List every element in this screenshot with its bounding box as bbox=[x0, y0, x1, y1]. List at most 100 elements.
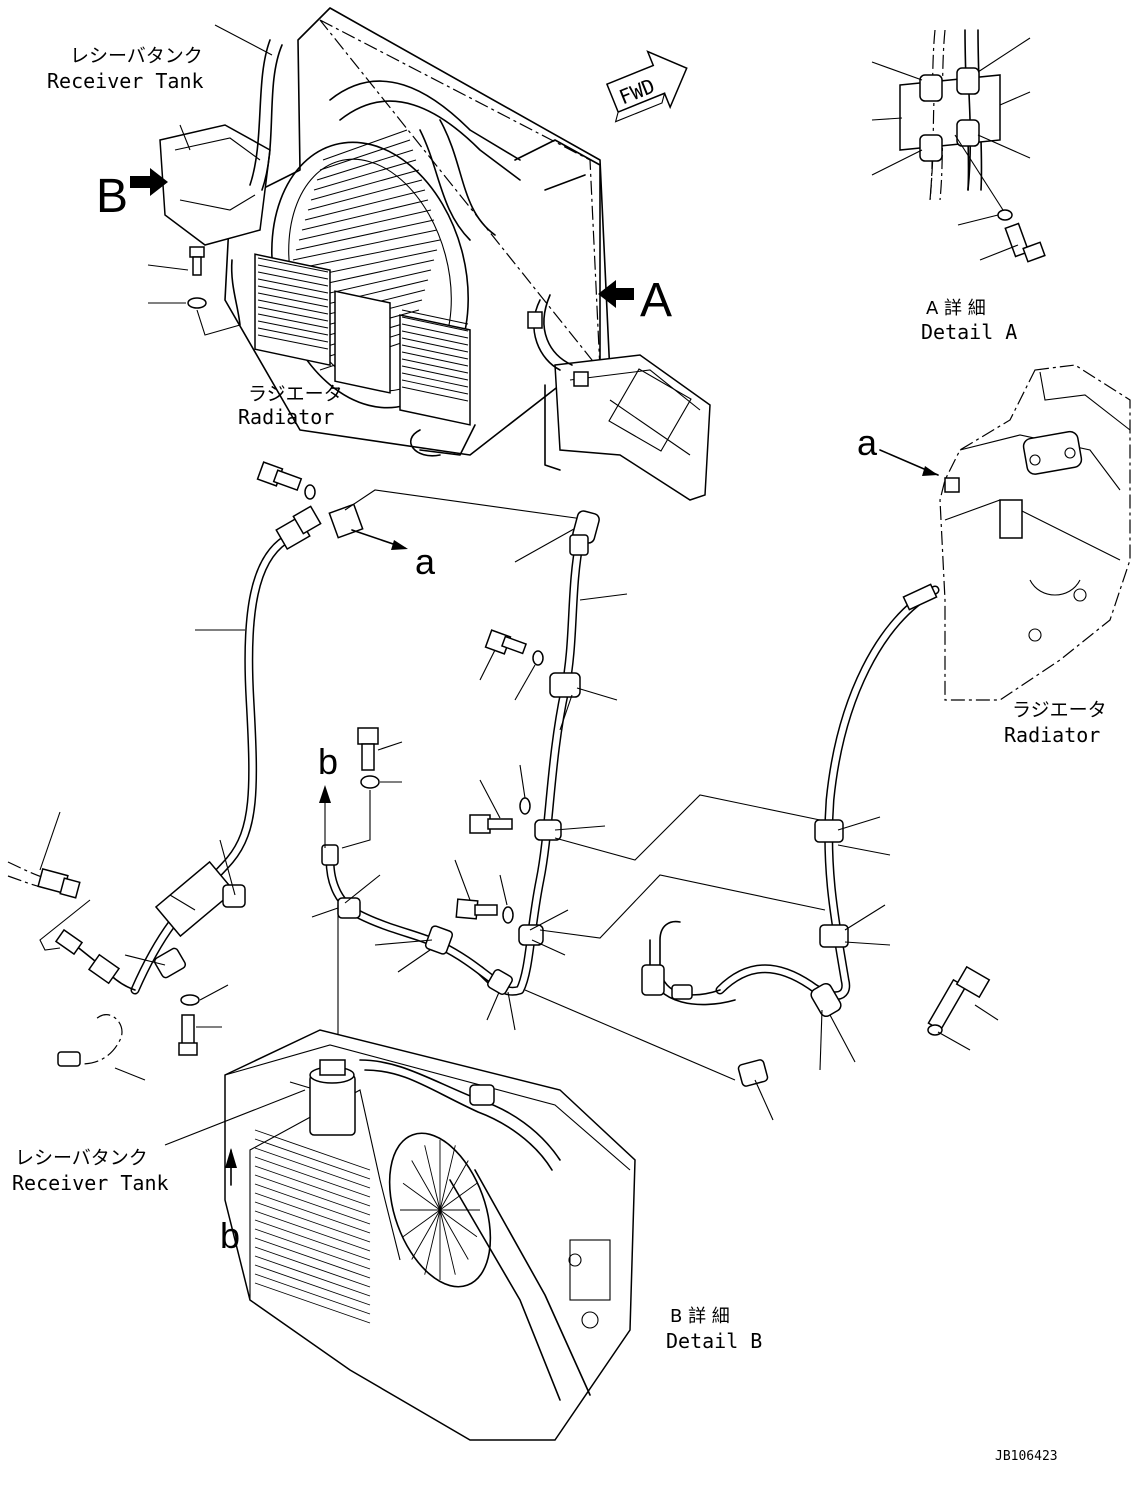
hatch-line bbox=[301, 199, 429, 231]
hatch-line bbox=[402, 1182, 441, 1211]
hose-left-long bbox=[7, 503, 364, 1081]
radiator-assembly-top bbox=[147, 7, 711, 501]
ref-a-right: a bbox=[857, 422, 878, 463]
radiator-right-en: Radiator bbox=[1004, 723, 1100, 747]
radiator-top-jp: ラジエータ bbox=[248, 383, 343, 405]
hatch-line bbox=[316, 149, 414, 181]
hatch-line bbox=[257, 264, 329, 280]
receiver-tank-top-en: Receiver Tank bbox=[47, 69, 204, 93]
detail-b-jp: B 詳 細 bbox=[670, 1306, 730, 1327]
hatch-line bbox=[401, 358, 469, 374]
hatch-line bbox=[254, 1273, 371, 1315]
hatch-line bbox=[254, 1129, 371, 1171]
radiator-right-jp: ラジエータ bbox=[1012, 699, 1107, 721]
hatch-line bbox=[401, 309, 469, 325]
hatch-line bbox=[401, 330, 469, 346]
hatch-line bbox=[254, 1237, 371, 1279]
hatch-line bbox=[310, 169, 420, 201]
hatch-line bbox=[401, 316, 469, 332]
hatch-line bbox=[304, 189, 426, 221]
hatch-line bbox=[439, 1209, 469, 1260]
drawing-number: JB106423 bbox=[995, 1449, 1058, 1464]
view-arrow-b: B bbox=[96, 168, 168, 223]
hatch-line bbox=[254, 1147, 371, 1189]
hatch-line bbox=[257, 327, 329, 343]
hatch-line bbox=[254, 1174, 371, 1216]
hatch-line bbox=[257, 257, 329, 273]
hatch-line bbox=[257, 299, 329, 315]
hatch-line bbox=[257, 285, 329, 301]
hatch-line bbox=[295, 219, 435, 251]
hatch-line bbox=[401, 337, 469, 353]
hatch-line bbox=[254, 1264, 371, 1306]
hatch-line bbox=[401, 344, 469, 360]
hatch-line bbox=[313, 159, 417, 191]
hose-short-b bbox=[311, 727, 513, 1060]
hatch-line bbox=[254, 1138, 371, 1180]
detail-a-jp: A 詳 細 bbox=[926, 298, 986, 319]
hatch-line bbox=[254, 1165, 371, 1207]
hatch-line bbox=[307, 179, 423, 211]
hatch-line bbox=[424, 1209, 441, 1275]
hatch-line bbox=[439, 1182, 478, 1211]
hatch-line bbox=[401, 386, 469, 402]
hatch-line bbox=[439, 1209, 478, 1238]
receiver-tank-bottom-jp: レシーバタンク bbox=[15, 1147, 148, 1169]
hatch-line bbox=[411, 1209, 441, 1260]
hatch-line bbox=[257, 334, 329, 350]
fan-blades-b bbox=[400, 1140, 480, 1280]
hatch-line bbox=[401, 379, 469, 395]
detail-b-drawing bbox=[164, 1029, 636, 1441]
view-arrow-a: A bbox=[598, 274, 672, 327]
ref-b-lower: b bbox=[220, 1215, 240, 1256]
hatch-line bbox=[322, 129, 408, 161]
hatch-line bbox=[424, 1145, 441, 1211]
hatch-line bbox=[439, 1160, 469, 1211]
hatch-line bbox=[257, 320, 329, 336]
fwd-arrow: FWD bbox=[605, 50, 688, 123]
radiator-side-view bbox=[879, 364, 1131, 701]
hatch-line bbox=[298, 209, 432, 241]
view-a-label: A bbox=[640, 274, 672, 327]
hatch-line bbox=[257, 292, 329, 308]
hatch-line bbox=[401, 372, 469, 388]
hatch-line bbox=[254, 1255, 371, 1297]
hatch-line bbox=[402, 1209, 441, 1238]
hatch-line bbox=[254, 1246, 371, 1288]
hatch-line bbox=[401, 351, 469, 367]
grill-lines bbox=[257, 257, 469, 402]
hatch-line bbox=[289, 239, 441, 271]
radiator-top-en: Radiator bbox=[238, 405, 334, 429]
grill-lines-b bbox=[254, 1129, 371, 1324]
hatch-line bbox=[401, 365, 469, 381]
hatch-line bbox=[254, 1219, 371, 1261]
hatch-line bbox=[319, 139, 411, 171]
hose-middle bbox=[454, 510, 826, 1081]
view-b-label: B bbox=[96, 170, 128, 223]
ref-b-middle: b bbox=[318, 741, 338, 782]
ref-a-upper: a bbox=[415, 541, 436, 582]
hatch-line bbox=[257, 278, 329, 294]
receiver-tank-top-jp: レシーバタンク bbox=[70, 45, 203, 67]
detail-a-drawing bbox=[871, 29, 1046, 263]
hatch-line bbox=[401, 323, 469, 339]
hatch-line bbox=[254, 1183, 371, 1225]
detail-b-en: Detail B bbox=[666, 1329, 762, 1353]
receiver-tank-bottom-en: Receiver Tank bbox=[12, 1171, 169, 1195]
hatch-line bbox=[292, 229, 438, 261]
hatch-line bbox=[257, 306, 329, 322]
detail-a-en: Detail A bbox=[921, 320, 1017, 344]
hatch-line bbox=[254, 1201, 371, 1243]
hatch-line bbox=[254, 1228, 371, 1270]
hatch-line bbox=[254, 1156, 371, 1198]
hatch-line bbox=[254, 1192, 371, 1234]
hatch-line bbox=[439, 1209, 456, 1275]
hatch-line bbox=[254, 1210, 371, 1252]
hatch-line bbox=[411, 1160, 441, 1211]
hose-right bbox=[641, 583, 999, 1121]
hatch-line bbox=[254, 1282, 371, 1324]
hatch-line bbox=[439, 1145, 456, 1211]
hatch-line bbox=[257, 271, 329, 287]
